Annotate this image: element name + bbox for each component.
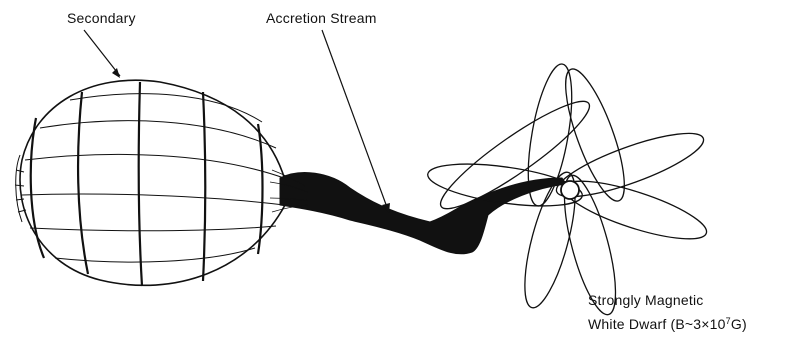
secondary-latitude-5 [29,225,277,232]
stream-neck-threads [269,169,309,213]
secondary-latitude-4 [21,193,285,206]
field-loop-3 [565,68,625,202]
secondary-leader-line [83,29,121,77]
stream-leader-line [321,29,389,211]
stream-body [279,172,567,255]
secondary-longitude-3 [137,81,144,287]
white-dwarf-label-exponent: 7 [725,316,731,326]
white-dwarf-label-line1: Strongly Magnetic [588,292,704,308]
secondary-left-cusp [14,154,27,223]
secondary-leader-arrow [112,68,120,78]
stream-leader-arrow [382,203,390,213]
secondary-latitude-6 [54,247,256,263]
white-dwarf-label-suffix: G) [730,316,747,332]
secondary-longitude-4 [201,91,207,282]
secondary-longitude-5 [256,123,264,255]
white-dwarf-star [560,180,580,200]
white-dwarf-field-loops [427,63,708,316]
secondary-longitude-2 [76,91,90,275]
accretion-stream-label: Accretion Stream [266,10,377,26]
secondary-latitude-2 [39,120,277,149]
field-loop-4 [555,132,705,198]
secondary-outline [19,79,286,287]
white-dwarf-label-line2: White Dwarf (B~3×107G) [588,316,747,332]
white-dwarf-label-prefix: White Dwarf (B~3×10 [588,316,726,332]
accretion-stream [269,169,567,255]
secondary-latitude-3 [24,153,285,179]
secondary-latitude-1 [69,93,263,123]
secondary-star [14,79,286,287]
secondary-label: Secondary [67,10,136,26]
secondary-longitude-1 [29,117,46,259]
field-loop-8 [427,163,583,207]
field-loop-7 [524,171,576,309]
